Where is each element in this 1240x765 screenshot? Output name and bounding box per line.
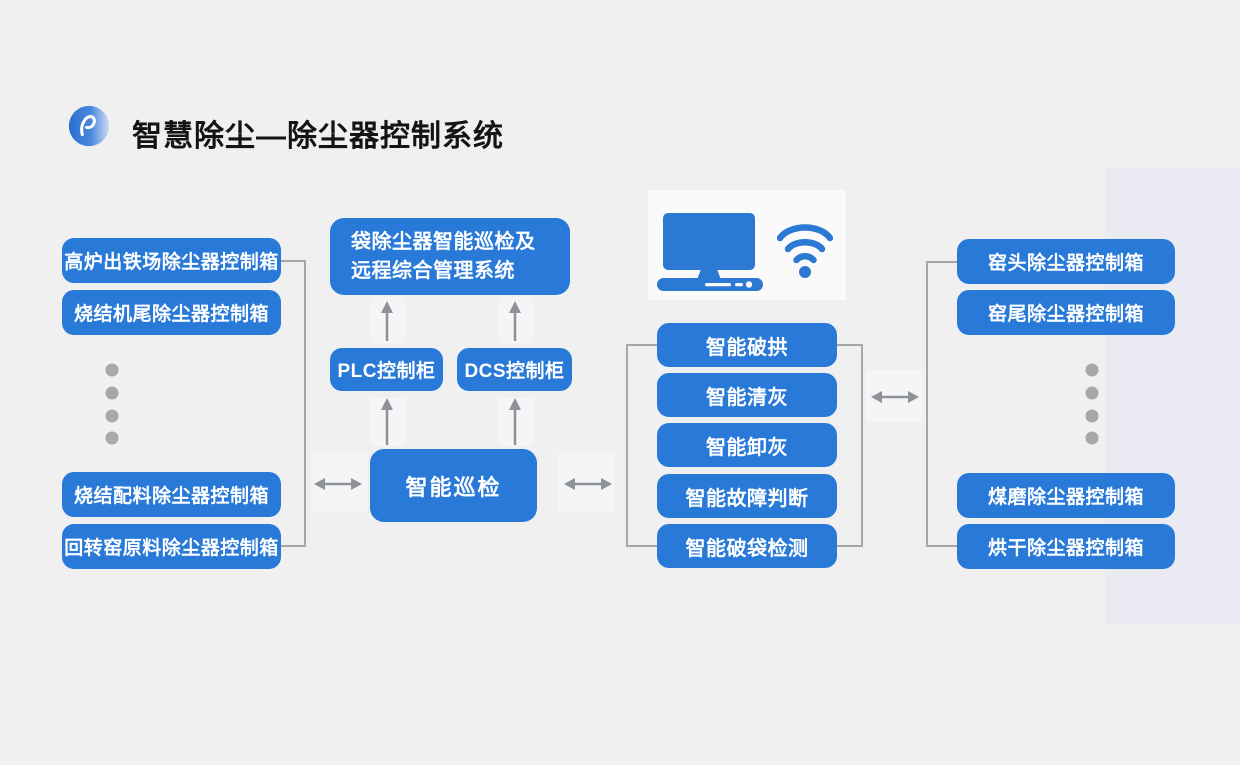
page-title: 智慧除尘—除尘器控制系统 [132, 120, 504, 153]
node-kiln-head-control: 窑头除尘器控制箱 [957, 239, 1175, 284]
node-coal-mill-control: 煤磨除尘器控制箱 [957, 473, 1175, 518]
ellipsis-dots-left [105, 363, 119, 445]
node-ash-unloading: 智能卸灰 [657, 423, 837, 467]
double-arrow-far-right [871, 391, 919, 403]
functions-right-bracket [837, 344, 863, 547]
node-dust-cleaning: 智能清灰 [657, 373, 837, 417]
node-bag-break-detection: 智能破袋检测 [657, 524, 837, 568]
node-drying-control: 烘干除尘器控制箱 [957, 524, 1175, 569]
right-column-bracket [926, 261, 957, 547]
computer-icon [657, 213, 763, 291]
node-smart-inspection: 智能巡检 [370, 449, 537, 522]
node-blast-furnace-control: 高炉出铁场除尘器控制箱 [62, 238, 281, 283]
functions-left-bracket [626, 344, 657, 547]
wifi-icon [777, 224, 833, 278]
left-column-bracket [281, 260, 306, 547]
ellipsis-dots-right [1085, 363, 1099, 445]
up-arrow-plc-bottom [381, 398, 393, 445]
node-dcs-cabinet: DCS控制柜 [457, 348, 572, 391]
node-rotary-kiln-raw-control: 回转窑原料除尘器控制箱 [62, 524, 281, 569]
node-arch-breaking: 智能破拱 [657, 323, 837, 367]
double-arrow-right [564, 478, 612, 490]
node-sinter-batching-control: 烧结配料除尘器控制箱 [62, 472, 281, 517]
node-management-system: 袋除尘器智能巡检及远程综合管理系统 [330, 218, 570, 295]
up-arrow-dcs-top [509, 301, 521, 341]
node-kiln-tail-control: 窑尾除尘器控制箱 [957, 290, 1175, 335]
node-fault-diagnosis: 智能故障判断 [657, 474, 837, 518]
up-arrow-dcs-bottom [509, 398, 521, 445]
double-arrow-left [314, 478, 362, 490]
node-plc-cabinet: PLC控制柜 [330, 348, 443, 391]
up-arrow-plc-top [381, 301, 393, 341]
node-sinter-tail-control: 烧结机尾除尘器控制箱 [62, 290, 281, 335]
logo-icon [68, 105, 110, 147]
arrow-backplates [312, 297, 922, 512]
